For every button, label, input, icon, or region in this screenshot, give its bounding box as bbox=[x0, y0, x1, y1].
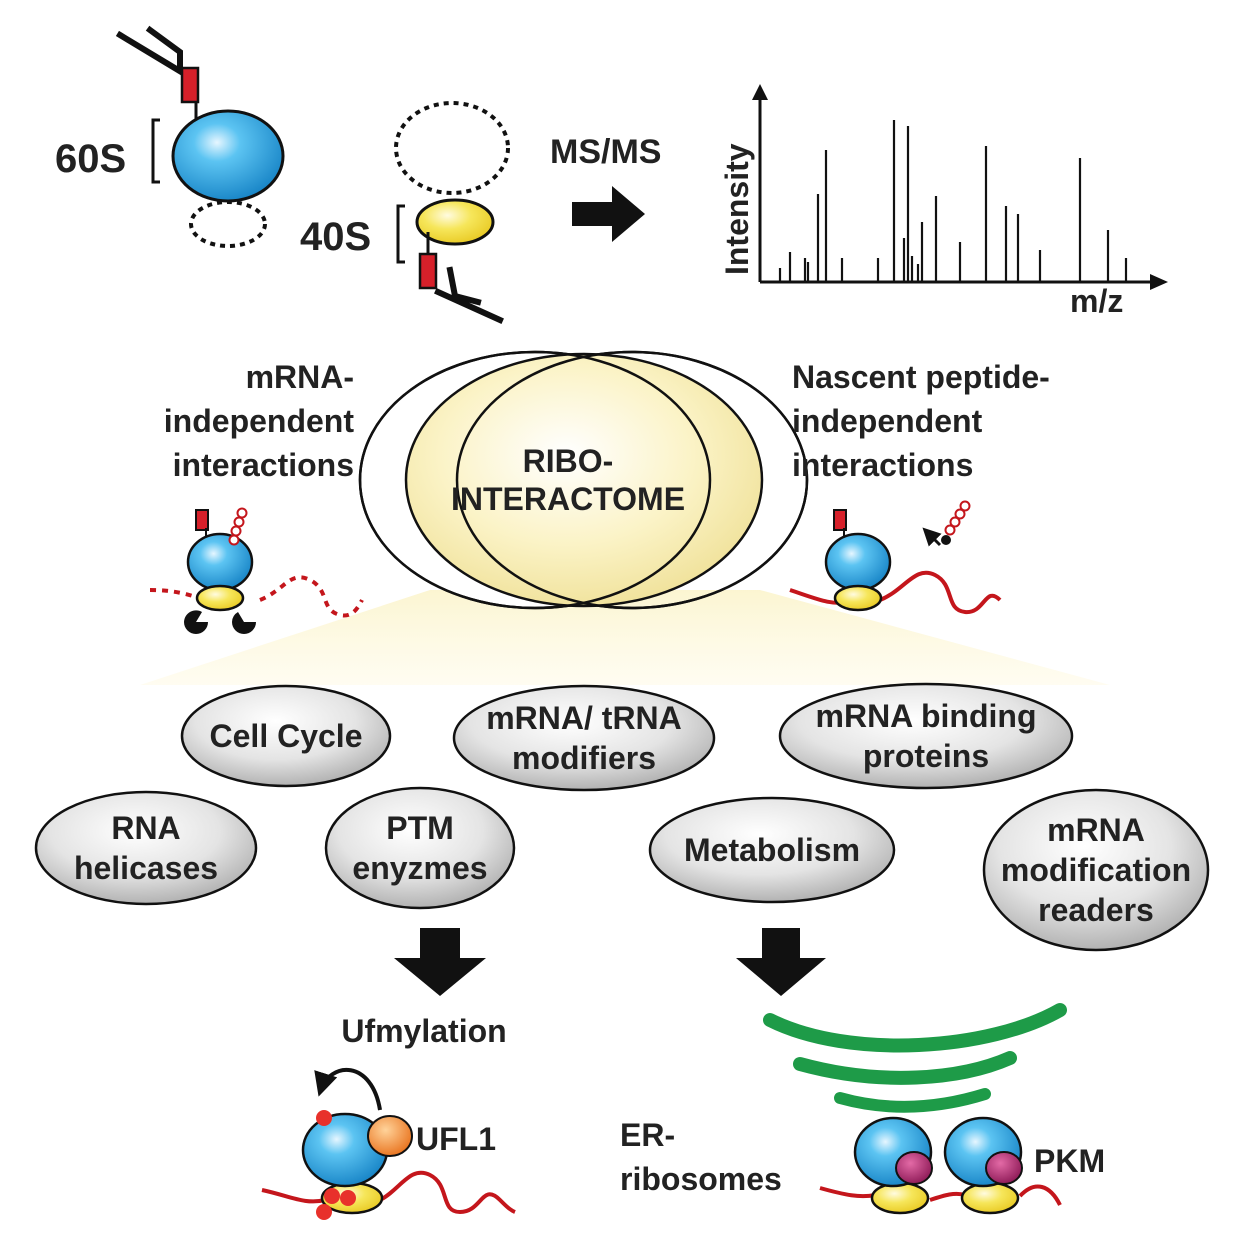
category-label-line: RNA bbox=[111, 810, 180, 846]
category-bubble-mrna-trna-modifiers: mRNA/ tRNA modifiers bbox=[452, 684, 716, 792]
venn-right-label: Nascent peptide- independent interaction… bbox=[792, 359, 1050, 483]
venn-intersection bbox=[404, 352, 764, 608]
category-label-line: PTM bbox=[386, 810, 454, 846]
category-bubble-ptm-enzymes: PTM enyzmes bbox=[324, 786, 516, 910]
category-label-line: proteins bbox=[863, 738, 989, 774]
ufm1-modification-dots bbox=[316, 1110, 356, 1220]
category-bubble-shape bbox=[778, 682, 1074, 790]
right-label-line3: interactions bbox=[792, 447, 973, 483]
category-bubble-metabolism: Metabolism bbox=[648, 796, 896, 904]
category-bubble-shape bbox=[648, 796, 896, 904]
venn-center-label-line2: INTERACTOME bbox=[451, 481, 685, 517]
mrna-solid bbox=[261, 1170, 516, 1215]
ribosome-60s-subunit bbox=[171, 109, 285, 203]
pkm-enzyme-icon bbox=[895, 1151, 933, 1185]
category-bubble-mrna-modification-readers: mRNA modification readers bbox=[982, 788, 1210, 952]
spectrum-peaks bbox=[778, 120, 1128, 282]
category-bubble-shape bbox=[34, 790, 258, 906]
left-label-line2: independent bbox=[164, 403, 355, 439]
ufmylation-scheme: UFL1 bbox=[261, 1067, 516, 1220]
category-label-line: mRNA bbox=[1047, 812, 1145, 848]
ufmylation-curved-arrow-icon bbox=[314, 1067, 382, 1111]
er-label-line2: ribosomes bbox=[620, 1161, 782, 1197]
venn-left-label: mRNA- independent interactions bbox=[164, 359, 355, 483]
category-bubble-rna-helicases: RNA helicases bbox=[34, 790, 258, 906]
ufmylation-title: Ufmylation bbox=[341, 1013, 506, 1049]
absent-60s-outline bbox=[394, 101, 510, 195]
release-arrow-icon bbox=[922, 527, 942, 547]
venn-fan-highlight bbox=[140, 590, 1110, 685]
x-axis-label: m/z bbox=[1070, 283, 1123, 319]
left-label-line1: mRNA- bbox=[246, 359, 354, 395]
released-peptide-icon bbox=[944, 500, 971, 536]
bracket-40s bbox=[396, 204, 405, 264]
down-arrow-icon bbox=[394, 928, 486, 996]
rnase-pacman-icon bbox=[232, 612, 256, 634]
ribosome-40s-icon bbox=[870, 1181, 930, 1215]
ribosome-60s-icon bbox=[824, 532, 892, 592]
pkm-label: PKM bbox=[1034, 1143, 1105, 1179]
mrna-dashed bbox=[149, 575, 364, 618]
ufl1-label: UFL1 bbox=[416, 1121, 496, 1157]
flag-tag-icon bbox=[180, 66, 200, 104]
venn-center-label-line1: RIBO- bbox=[523, 443, 614, 479]
flag-tag-icon bbox=[418, 252, 438, 290]
flag-tag-icon bbox=[833, 509, 847, 531]
er-ribosomes-scheme: PKM ER- ribosomes bbox=[620, 1116, 1105, 1215]
antibody-icon bbox=[115, 25, 193, 81]
nascent-peptide-independent-icon bbox=[789, 500, 1002, 615]
ribosome-60s-icon bbox=[186, 532, 254, 592]
label-40s: 40S bbox=[300, 215, 371, 259]
right-label-line2: independent bbox=[792, 403, 983, 439]
y-axis-label: Intensity bbox=[719, 143, 755, 275]
er-membrane bbox=[763, 1003, 1067, 1113]
bracket-60s bbox=[151, 118, 160, 184]
category-label-line: mRNA binding bbox=[816, 698, 1037, 734]
down-arrow-icon bbox=[736, 928, 826, 996]
mass-spectrum: Intensity m/z bbox=[719, 84, 1168, 319]
category-label-line: mRNA/ tRNA bbox=[486, 700, 682, 736]
category-label-line: readers bbox=[1038, 892, 1154, 928]
mrna-solid bbox=[789, 570, 1002, 615]
left-label-line3: interactions bbox=[173, 447, 354, 483]
pulldown-40s: 40S bbox=[300, 101, 510, 324]
er-label-line1: ER- bbox=[620, 1117, 675, 1153]
rnase-pacman-icon bbox=[184, 610, 208, 634]
category-label-line: Metabolism bbox=[684, 832, 860, 868]
mrna-independent-icon bbox=[149, 507, 364, 634]
ufl1-enzyme-icon bbox=[367, 1115, 413, 1157]
pkm-enzyme-icon bbox=[985, 1151, 1023, 1185]
category-bubble-mrna-binding-proteins: mRNA binding proteins bbox=[778, 682, 1074, 790]
antibody-icon bbox=[434, 266, 504, 324]
x-axis-arrow-icon bbox=[1150, 274, 1168, 290]
ms-arrow-icon bbox=[572, 186, 645, 242]
ribosome-40s-icon bbox=[960, 1181, 1020, 1215]
flag-tag-icon bbox=[195, 509, 209, 531]
category-label-line: modification bbox=[1001, 852, 1191, 888]
right-label-line1: Nascent peptide- bbox=[792, 359, 1050, 395]
pulldown-60s: 60S bbox=[55, 25, 285, 248]
ribosome-40s-icon bbox=[833, 584, 883, 612]
category-bubble-shape bbox=[982, 788, 1210, 952]
ribosome-40s-subunit bbox=[415, 198, 495, 246]
category-bubbles: Cell Cycle mRNA/ tRNA modifiers mRNA bindin… bbox=[34, 682, 1210, 952]
category-label-line: enyzmes bbox=[352, 850, 487, 886]
nascent-peptide-icon bbox=[228, 507, 248, 546]
ms-ms-label: MS/MS bbox=[550, 133, 661, 171]
category-bubble-shape bbox=[180, 684, 392, 788]
absent-40s-outline bbox=[189, 200, 267, 248]
mrna-solid bbox=[819, 1184, 1062, 1206]
category-bubble-shape bbox=[324, 786, 516, 910]
y-axis-arrow-icon bbox=[752, 84, 768, 100]
ribosome-40s-icon bbox=[195, 584, 245, 612]
category-label-line: modifiers bbox=[512, 740, 656, 776]
venn-diagram: RIBO- INTERACTOME bbox=[358, 350, 809, 610]
category-label-line: helicases bbox=[74, 850, 218, 886]
label-60s: 60S bbox=[55, 137, 126, 181]
category-bubble-shape bbox=[452, 684, 716, 792]
category-label-line: Cell Cycle bbox=[210, 718, 363, 754]
category-bubble-cell-cycle: Cell Cycle bbox=[180, 684, 392, 788]
